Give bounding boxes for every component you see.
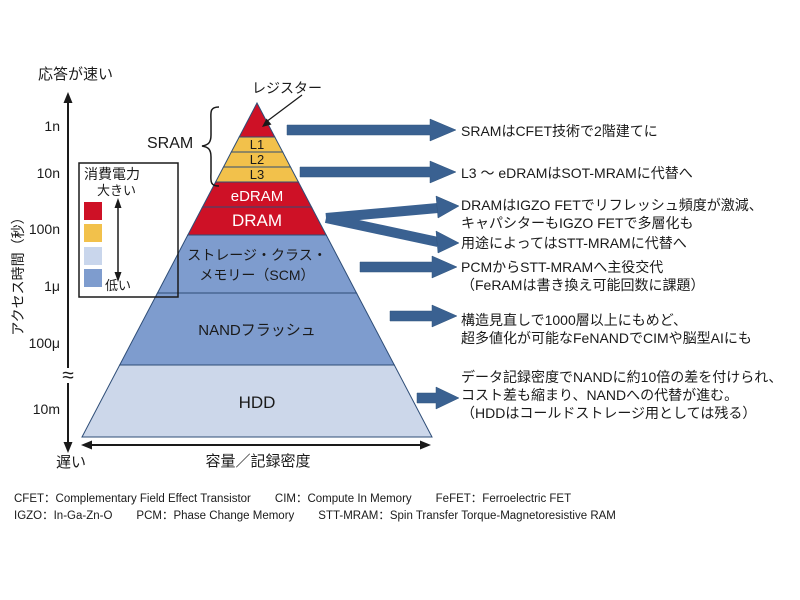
footnote-fefet: FeFET：Ferroelectric FET (435, 493, 572, 505)
arrow-dram-lower-head-icon (435, 230, 460, 254)
annotation-dram-line1: DRAMはIGZO FETでリフレッシュ頻度が激減、 (461, 197, 763, 213)
arrow-nand-icon (389, 304, 458, 328)
legend-swatch-blue (84, 269, 102, 287)
legend-swatch-red (84, 202, 102, 220)
layer-scm-label: ストレージ・クラス・ メモリー（SCM） (187, 245, 326, 285)
y-tick-1n: 1n (44, 118, 60, 134)
y-tick-100n: 100n (28, 221, 60, 237)
sram-brace-icon (201, 106, 220, 187)
legend-swatch-lightblue (84, 247, 102, 265)
annotation-scm-line1: PCMからSTT-MRAMへ主役交代 (461, 259, 664, 275)
register-label: レジスター (252, 80, 322, 96)
annotation-l3-edram-line1: L3 〜 eDRAMはSOT-MRAMに代替へ (461, 165, 693, 181)
register-pointer-line (265, 94, 303, 123)
annotation-dram: DRAMはIGZO FETでリフレッシュ頻度が激減、 キャパシターもIGZO F… (461, 196, 763, 232)
sram-group-label: SRAM (147, 135, 194, 152)
footnote-row2: IGZO：In-Ga-Zn-O PCM：Phase Change Memory … (14, 507, 616, 523)
legend-title: 消費電力 (84, 166, 140, 182)
x-axis-title: 容量／記録密度 (205, 453, 311, 470)
layer-dram-label: DRAM (231, 211, 283, 230)
arrow-dram-lower-line (324, 213, 440, 247)
y-tick-1u: 1μ (44, 278, 60, 294)
annotation-nand-line1: 構造見直しで1000層以上にもめど、 (461, 312, 688, 328)
layer-hdd-shape (81, 364, 433, 438)
annotation-sram: SRAMはCFET技術で2階建てに (461, 122, 658, 140)
layer-scm-label-line1: ストレージ・クラス・ (187, 247, 327, 263)
arrow-sram-icon (286, 118, 457, 142)
annotation-nand-line2: 超多値化が可能なFeNANDでCIMや脳型AIにも (461, 330, 752, 346)
footnote-cim: CIM：Compute In Memory (274, 493, 412, 505)
legend-low-label: 低い (105, 278, 132, 293)
y-axis-up-arrowhead-icon (63, 92, 73, 103)
arrow-l3-edram-icon (299, 160, 457, 184)
footnote-stt-mram: STT-MRAM：Spin Transfer Torque-Magnetores… (318, 510, 616, 522)
y-axis-slow-label: 遅い (56, 454, 87, 471)
y-tick-10n: 10n (36, 165, 60, 181)
annotation-scm: PCMからSTT-MRAMへ主役交代 （FeRAMは書き換え可能回数に課題） (461, 258, 704, 294)
footnote-igzo: IGZO：In-Ga-Zn-O (14, 510, 113, 522)
layer-l3-label: L3 (249, 167, 265, 182)
y-axis-fast-label: 応答が速い (38, 66, 114, 83)
layer-l2-label: L2 (249, 152, 265, 167)
arrow-dram-upper-line (325, 203, 439, 223)
arrow-hdd-icon (416, 386, 460, 410)
layer-scm-label-line2: メモリー（SCM） (199, 267, 315, 283)
annotation-sram-line1: SRAMはCFET技術で2階建てに (461, 123, 658, 139)
axis-break-icon: ≈ (56, 365, 80, 386)
y-tick-100u: 100μ (28, 335, 60, 351)
annotation-hdd: データ記録密度でNANDに約10倍の差を付けられ、 コスト差も縮まり、NANDへ… (461, 368, 782, 422)
annotation-hdd-line1: データ記録密度でNANDに約10倍の差を付けられ、 (461, 369, 783, 385)
legend-swatch-yellow (84, 224, 102, 242)
register-pointer-arrowhead-icon (262, 118, 272, 127)
annotation-nand: 構造見直しで1000層以上にもめど、 超多値化が可能なFeNANDでCIMや脳型… (461, 311, 752, 347)
annotation-stt-mram: 用途によってはSTT-MRAMに代替へ (461, 234, 687, 252)
annotation-hdd-line2: コスト差も縮まり、NANDへの代替が進む。 (461, 387, 739, 403)
annotation-scm-line2: （FeRAMは書き換え可能回数に課題） (461, 277, 705, 293)
legend-arrow-up-icon (114, 198, 122, 208)
arrow-scm-icon (359, 255, 458, 279)
legend-arrow-down-icon (114, 272, 122, 282)
x-axis-left-arrowhead-icon (81, 440, 92, 450)
annotation-dram-line2: キャパシターもIGZO FETで多層化も (461, 215, 694, 231)
arrow-dram-upper-head-icon (435, 195, 460, 219)
annotation-l3-edram: L3 〜 eDRAMはSOT-MRAMに代替へ (461, 164, 693, 182)
annotation-stt-mram-line1: 用途によってはSTT-MRAMに代替へ (461, 235, 687, 251)
footnote-row1: CFET：Complementary Field Effect Transist… (14, 490, 571, 506)
layer-hdd-label: HDD (238, 393, 276, 412)
layer-nand-label: NANDフラッシュ (198, 322, 316, 339)
x-axis-right-arrowhead-icon (420, 440, 431, 450)
legend-box (78, 162, 179, 298)
footnote-pcm: PCM：Phase Change Memory (136, 510, 295, 522)
layer-l1-label: L1 (249, 137, 265, 152)
layer-edram-label: eDRAM (230, 188, 284, 205)
y-axis-down-arrowhead-icon (63, 442, 73, 453)
legend-high-label: 大きい (97, 183, 137, 198)
y-tick-10m: 10m (32, 401, 60, 417)
annotation-hdd-line3: （HDDはコールドストレージ用としては残る） (461, 405, 757, 421)
footnote-cfet: CFET：Complementary Field Effect Transist… (14, 493, 251, 505)
